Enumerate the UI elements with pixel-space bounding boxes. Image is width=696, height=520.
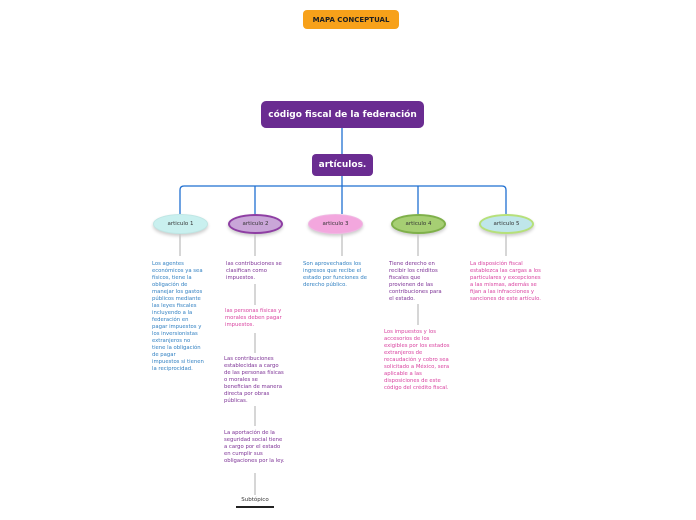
subtopic-underline [236, 506, 274, 508]
branch-label: articulo 1 [167, 221, 194, 227]
branch-articulo-1[interactable]: articulo 1 [153, 214, 208, 234]
branch-articulo-2[interactable]: articulo 2 [228, 214, 283, 234]
branch-articulo-5[interactable]: articulo 5 [479, 214, 534, 234]
branch-label: articulo 2 [242, 221, 269, 227]
branch-articulo-3[interactable]: articulo 3 [308, 214, 363, 234]
articulo-4-text-2[interactable]: Los impuestos y los accesorios de los ex… [384, 329, 450, 391]
subtopic-node[interactable]: Subtópico [241, 497, 269, 503]
mapa-conceptual-tag[interactable]: MAPA CONCEPTUAL [303, 10, 399, 29]
main-topic-node[interactable]: código fiscal de la federación [261, 101, 424, 128]
articulo-2-text-4[interactable]: La aportación de la seguridad social tie… [224, 430, 285, 464]
branch-label: articulo 3 [322, 221, 349, 227]
branch-articulo-4[interactable]: articulo 4 [391, 214, 446, 234]
articulo-1-text[interactable]: Los agentes económicos ya sea físicos, t… [152, 261, 204, 372]
branch-label: articulo 5 [493, 221, 520, 227]
articulo-2-text-1[interactable]: las contribuciones se clasifican como im… [226, 261, 282, 281]
articulo-3-text[interactable]: Son aprovechados los ingresos que recibe… [303, 261, 367, 288]
articulo-5-text[interactable]: La disposición fiscal establezca las car… [470, 261, 541, 302]
articulo-4-text-1[interactable]: Tiene derecho en recibir los créditos fi… [389, 261, 442, 302]
branch-label: articulo 4 [405, 221, 432, 227]
articulo-2-text-3[interactable]: Las contribuciones establecidas a cargo … [224, 356, 284, 404]
articulos-node[interactable]: artículos. [312, 154, 373, 176]
articulo-2-text-2[interactable]: las personas físicas y morales deben pag… [225, 308, 282, 328]
